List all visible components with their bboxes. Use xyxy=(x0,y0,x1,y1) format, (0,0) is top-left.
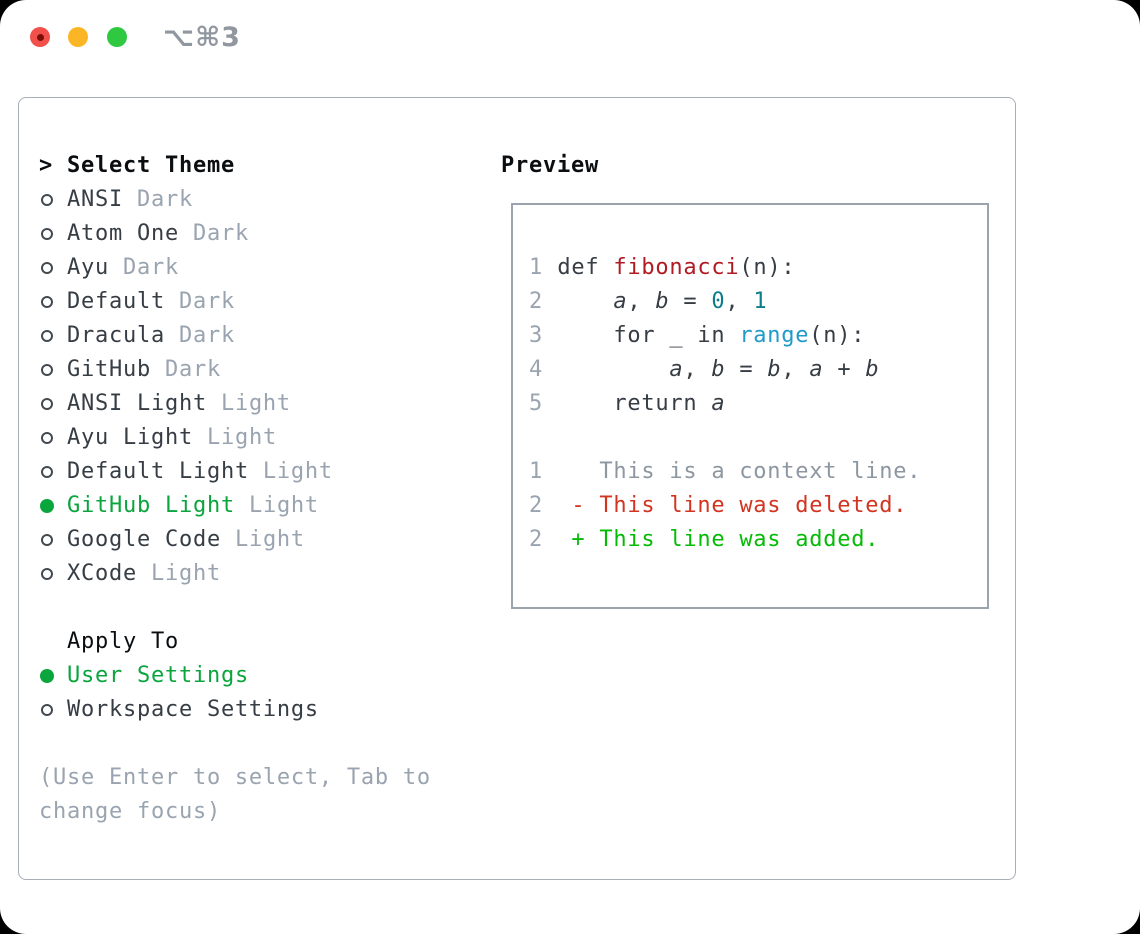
radio-icon[interactable] xyxy=(41,466,53,478)
option-label: Default Light xyxy=(67,459,249,484)
radio-selected-icon[interactable] xyxy=(40,499,54,513)
theme-option-ayu[interactable]: Ayu Dark xyxy=(39,251,489,285)
radio-icon[interactable] xyxy=(41,432,53,444)
minimize-button-icon[interactable] xyxy=(68,27,88,47)
apply-to-header: Apply To xyxy=(39,625,489,659)
option-label: ANSI xyxy=(67,187,123,212)
line-number: 4 xyxy=(529,357,543,382)
keyboard-hint: (Use Enter to select, Tab to change focus… xyxy=(39,761,489,829)
variant-badge: Dark xyxy=(150,357,221,382)
spacer xyxy=(39,591,489,625)
theme-option-google-code[interactable]: Google Code Light xyxy=(39,523,489,557)
option-label: GitHub xyxy=(67,357,151,382)
line-number: 1 xyxy=(529,459,543,484)
theme-option-ansi-light[interactable]: ANSI Light Light xyxy=(39,387,489,421)
variant-badge: Dark xyxy=(164,289,235,314)
variant-badge: Dark xyxy=(122,187,193,212)
line-number: 1 xyxy=(529,255,543,280)
option-label: Atom One xyxy=(67,221,179,246)
preview-code-line xyxy=(529,421,987,455)
variant-badge: Light xyxy=(136,561,221,586)
preview-title: Preview xyxy=(501,153,599,178)
radio-icon[interactable] xyxy=(41,534,53,546)
option-label: Workspace Settings xyxy=(67,697,319,722)
variant-badge: Light xyxy=(234,493,319,518)
preview-code-line: 3 for _ in range(n): xyxy=(529,319,987,353)
preview-code-line: 2 - This line was deleted. xyxy=(529,489,987,523)
variant-badge: Light xyxy=(206,391,291,416)
theme-option-atom-one[interactable]: Atom One Dark xyxy=(39,217,489,251)
line-number: 2 xyxy=(529,289,543,314)
variant-badge: Light xyxy=(248,459,333,484)
line-number: 3 xyxy=(529,323,543,348)
option-label: Dracula xyxy=(67,323,165,348)
spacer xyxy=(39,727,489,761)
option-label: ANSI Light xyxy=(67,391,207,416)
option-label: XCode xyxy=(67,561,137,586)
line-number: 5 xyxy=(529,391,543,416)
hint-line: (Use Enter to select, Tab to xyxy=(39,765,431,790)
variant-badge: Light xyxy=(220,527,305,552)
window-title-shortcut: ⌥⌘3 xyxy=(163,22,241,53)
preview-code-line: 5 return a xyxy=(529,387,987,421)
option-label: Default xyxy=(67,289,165,314)
variant-badge: Light xyxy=(192,425,277,450)
theme-option-github-light[interactable]: GitHub Light Light xyxy=(39,489,489,523)
select-theme-header: > Select Theme xyxy=(39,149,489,183)
line-number: 2 xyxy=(529,527,543,552)
apply-option-workspace-settings[interactable]: Workspace Settings xyxy=(39,693,489,727)
radio-icon[interactable] xyxy=(41,194,53,206)
radio-icon[interactable] xyxy=(41,704,53,716)
variant-badge: Dark xyxy=(164,323,235,348)
apply-option-user-settings[interactable]: User Settings xyxy=(39,659,489,693)
line-number: 2 xyxy=(529,493,543,518)
theme-option-ansi[interactable]: ANSI Dark xyxy=(39,183,489,217)
option-label: User Settings xyxy=(67,663,249,688)
preview-code-line: 2 a, b = 0, 1 xyxy=(529,285,987,319)
apply-to-title: Apply To xyxy=(67,629,179,654)
radio-icon[interactable] xyxy=(41,296,53,308)
close-button-icon[interactable] xyxy=(30,27,50,47)
preview-code-line: 2 + This line was added. xyxy=(529,523,987,557)
variant-badge: Dark xyxy=(178,221,249,246)
titlebar: ⌥⌘3 xyxy=(0,0,1140,75)
theme-option-default-light[interactable]: Default Light Light xyxy=(39,455,489,489)
option-label: Google Code xyxy=(67,527,221,552)
theme-option-default[interactable]: Default Dark xyxy=(39,285,489,319)
theme-option-ayu-light[interactable]: Ayu Light Light xyxy=(39,421,489,455)
radio-icon[interactable] xyxy=(41,330,53,342)
theme-option-dracula[interactable]: Dracula Dark xyxy=(39,319,489,353)
preview-code-line: 1 This is a context line. xyxy=(529,455,987,489)
radio-icon[interactable] xyxy=(41,568,53,580)
zoom-button-icon[interactable] xyxy=(107,27,127,47)
option-label: Ayu xyxy=(67,255,109,280)
theme-option-xcode[interactable]: XCode Light xyxy=(39,557,489,591)
radio-icon[interactable] xyxy=(41,398,53,410)
theme-option-github[interactable]: GitHub Dark xyxy=(39,353,489,387)
hint-line: change focus) xyxy=(39,799,221,824)
radio-icon[interactable] xyxy=(41,228,53,240)
variant-badge: Dark xyxy=(109,255,179,280)
option-label: GitHub Light xyxy=(67,493,235,518)
radio-selected-icon[interactable] xyxy=(40,669,54,683)
preview-code-line: 4 a, b = b, a + b xyxy=(529,353,987,387)
selection-caret-icon: > xyxy=(39,153,53,178)
radio-icon[interactable] xyxy=(41,364,53,376)
radio-icon[interactable] xyxy=(41,262,53,274)
option-label: Ayu Light xyxy=(67,425,193,450)
select-theme-title: Select Theme xyxy=(67,153,235,178)
